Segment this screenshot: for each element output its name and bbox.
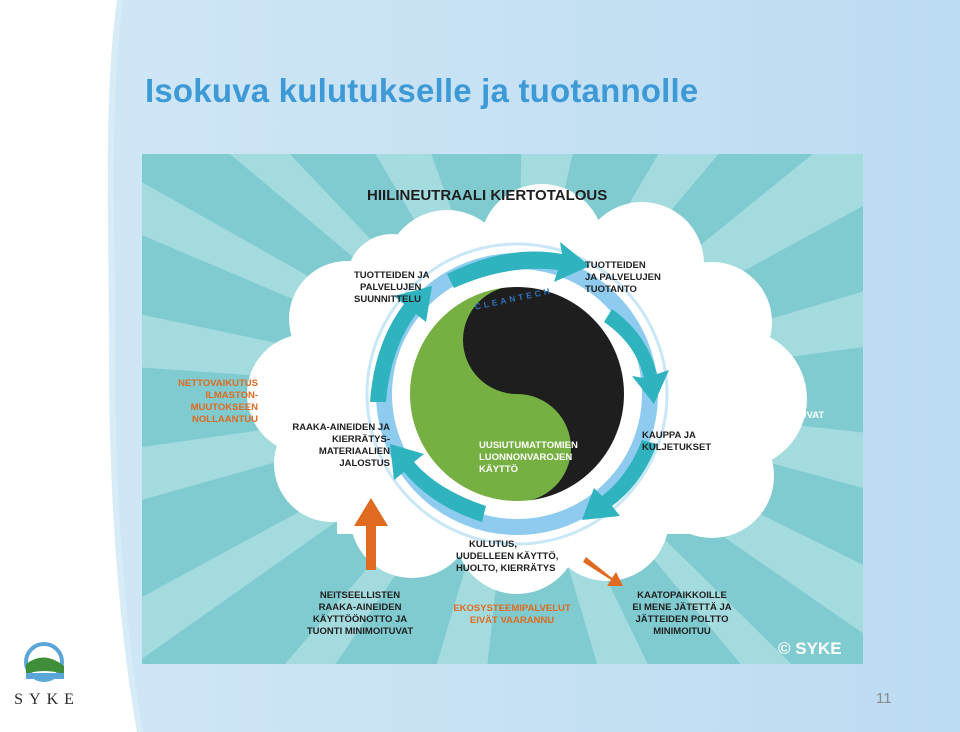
downward-arrow: [583, 557, 623, 586]
svg-text:EI MENE JÄTETTÄ JA: EI MENE JÄTETTÄ JA: [632, 602, 731, 613]
svg-text:NETTOVAIKUTUS: NETTOVAIKUTUS: [178, 378, 258, 389]
yin-yang: [409, 286, 625, 502]
svg-text:MINIMOITUU: MINIMOITUU: [653, 626, 711, 637]
diagram-heading: HIILINEUTRAALI KIERTOTALOUS: [367, 187, 607, 204]
svg-text:KULJETUKSET: KULJETUKSET: [642, 442, 711, 453]
svg-text:MATERIAALIEN: MATERIAALIEN: [319, 446, 390, 457]
svg-text:KÄYTTÖÖNOTTO JA: KÄYTTÖÖNOTTO JA: [313, 614, 407, 625]
svg-text:NOLLAANTUU: NOLLAANTUU: [192, 414, 258, 425]
svg-text:JÄTTEIDEN POLTTO: JÄTTEIDEN POLTTO: [635, 614, 728, 625]
svg-text:HUOLTO, KIERRÄTYS: HUOLTO, KIERRÄTYS: [456, 563, 555, 574]
trade-label: KAUPPA JA KULJETUKSET: [642, 430, 711, 453]
emissions-label: PÄÄSTÖT MINIMOITUVAT: [756, 398, 824, 421]
copyright-label: © SYKE: [778, 639, 842, 658]
orange-arrows: [354, 498, 623, 586]
svg-text:PÄÄSTÖT: PÄÄSTÖT: [756, 398, 802, 409]
svg-text:UUDELLEEN KÄYTTÖ,: UUDELLEEN KÄYTTÖ,: [456, 551, 558, 562]
slide-title: Isokuva kulutukselle ja tuotannolle: [145, 72, 699, 109]
svg-text:SUUNNITTELU: SUUNNITTELU: [354, 294, 421, 305]
logo-hill: [26, 657, 64, 674]
svg-text:TUOTTEIDEN: TUOTTEIDEN: [585, 260, 646, 271]
svg-text:PALVELUJEN: PALVELUJEN: [360, 282, 422, 293]
net-effect-label: NETTOVAIKUTUS ILMASTON- MUUTOKSEEN NOLLA…: [178, 378, 258, 425]
svg-text:MINIMOITUVAT: MINIMOITUVAT: [756, 410, 824, 421]
svg-text:ILMASTON-: ILMASTON-: [205, 390, 258, 401]
design-label: TUOTTEIDEN JA PALVELUJEN SUUNNITTELU: [354, 270, 430, 305]
cycle-arrows: [370, 242, 669, 522]
svg-text:JA PALVELUJEN: JA PALVELUJEN: [585, 272, 661, 283]
virgin-materials-label: NEITSEELLISTEN RAAKA-AINEIDEN KÄYTTÖÖNOT…: [307, 590, 413, 637]
svg-text:RAAKA-AINEIDEN: RAAKA-AINEIDEN: [319, 602, 402, 613]
nonrenewable-label: UUSIUTUMATTOMIEN LUONNONVAROJEN KÄYTTÖ: [479, 440, 578, 475]
svg-text:EIVÄT VAARANNU: EIVÄT VAARANNU: [470, 615, 554, 626]
landfill-label: KAATOPAIKKOILLE EI MENE JÄTETTÄ JA JÄTTE…: [632, 590, 731, 637]
svg-text:JALOSTUS: JALOSTUS: [339, 458, 390, 469]
production-label: TUOTTEIDEN JA PALVELUJEN TUOTANTO: [585, 260, 661, 295]
svg-text:NEITSEELLISTEN: NEITSEELLISTEN: [320, 590, 400, 601]
svg-text:TUOTTEIDEN JA: TUOTTEIDEN JA: [354, 270, 430, 281]
consumption-label: KULUTUS, UUDELLEEN KÄYTTÖ, HUOLTO, KIERR…: [456, 539, 558, 574]
svg-text:TUONTI MINIMOITUVAT: TUONTI MINIMOITUVAT: [307, 626, 413, 637]
svg-text:KAUPPA JA: KAUPPA JA: [642, 430, 696, 441]
svg-text:TUOTANTO: TUOTANTO: [585, 284, 637, 295]
svg-text:EKOSYSTEEMIPALVELUT: EKOSYSTEEMIPALVELUT: [453, 603, 571, 614]
svg-text:KAATOPAIKKOILLE: KAATOPAIKKOILLE: [637, 590, 727, 601]
svg-text:UUSIUTUMATTOMIEN: UUSIUTUMATTOMIEN: [479, 440, 578, 451]
svg-text:LUONNONVAROJEN: LUONNONVAROJEN: [479, 452, 572, 463]
svg-text:RAAKA-AINEIDEN JA: RAAKA-AINEIDEN JA: [292, 422, 390, 433]
syke-logo: SYKE: [8, 640, 86, 712]
circular-economy-diagram: HIILINEUTRAALI KIERTOTALOUS CLEANTECH BI…: [142, 154, 863, 664]
svg-text:KULUTUS,: KULUTUS,: [469, 539, 517, 550]
upward-arrow: [354, 498, 388, 570]
svg-text:KÄYTTÖ: KÄYTTÖ: [479, 464, 518, 475]
raw-materials-label: RAAKA-AINEIDEN JA KIERRÄTYS- MATERIAALIE…: [292, 422, 390, 469]
svg-text:KIERRÄTYS-: KIERRÄTYS-: [332, 434, 390, 445]
ecosystem-label: EKOSYSTEEMIPALVELUT EIVÄT VAARANNU: [453, 603, 571, 626]
biotalous-label: BIOTALOUS: [480, 350, 535, 361]
logo-text: SYKE: [14, 691, 80, 708]
page-number: 11: [876, 690, 892, 707]
svg-text:MUUTOKSEEN: MUUTOKSEEN: [191, 402, 259, 413]
